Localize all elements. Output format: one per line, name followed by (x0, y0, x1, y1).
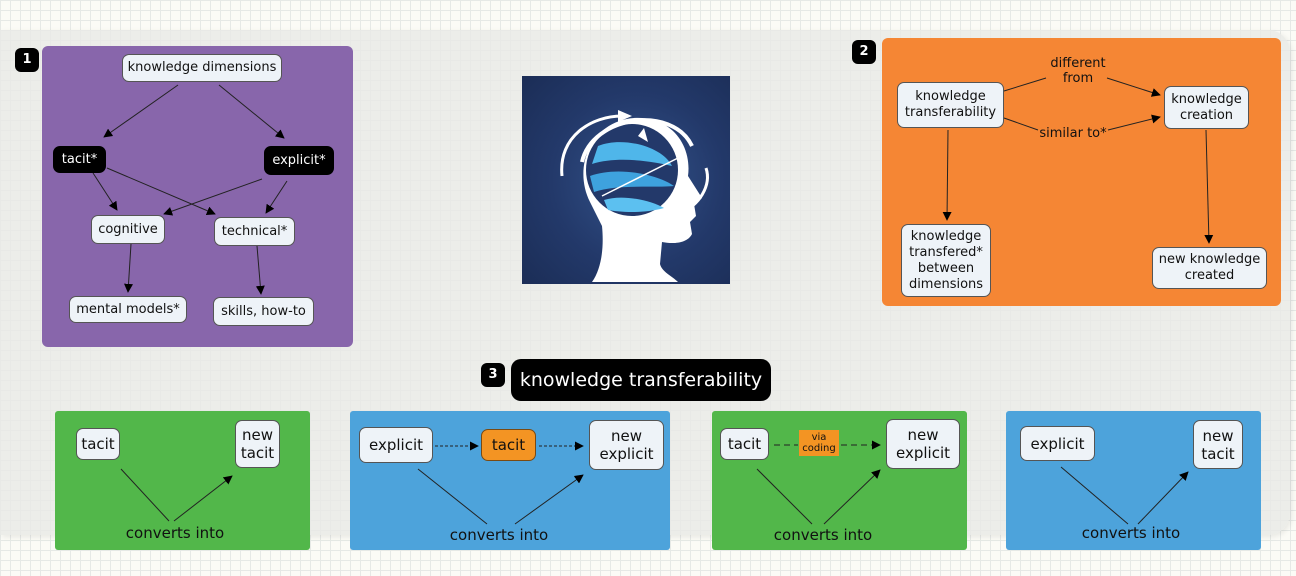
section3-title: knowledge transferability (511, 359, 771, 401)
card2-edge-label: converts into (449, 526, 549, 544)
card2-via-node[interactable]: tacit (481, 429, 536, 461)
section-number-1: 1 (15, 48, 39, 72)
card3-via-coding-label: via coding (799, 430, 839, 456)
card1-to-node[interactable]: new tacit (235, 420, 280, 468)
card2-from-node[interactable]: explicit (359, 427, 433, 463)
node-knowledge-dimensions[interactable]: knowledge dimensions (122, 54, 282, 82)
node-knowledge-transferability[interactable]: knowledge transferability (897, 82, 1004, 128)
edge-label-different-from: different from (1050, 56, 1106, 86)
node-tacit[interactable]: tacit* (53, 146, 106, 173)
node-knowledge-creation[interactable]: knowledge creation (1164, 86, 1249, 129)
card1-from-node[interactable]: tacit (76, 428, 120, 460)
node-cognitive[interactable]: cognitive (91, 215, 165, 244)
head-globe-icon (522, 76, 730, 284)
card4-from-node[interactable]: explicit (1020, 426, 1095, 461)
node-mental-models[interactable]: mental models* (69, 296, 187, 323)
card3-to-node[interactable]: new explicit (886, 419, 960, 469)
card4-to-node[interactable]: new tacit (1193, 420, 1243, 469)
node-technical[interactable]: technical* (214, 217, 295, 246)
card2-to-node[interactable]: new explicit (589, 420, 664, 470)
node-skills-how-to[interactable]: skills, how-to (213, 297, 314, 326)
section-number-3: 3 (481, 363, 505, 387)
edge-label-similar-to: similar to* (1039, 126, 1107, 141)
card4-edge-label: converts into (1081, 524, 1181, 542)
node-explicit[interactable]: explicit* (264, 146, 334, 175)
card3-edge-label: converts into (773, 526, 873, 544)
card3-from-node[interactable]: tacit (720, 428, 769, 460)
node-new-knowledge-created[interactable]: new knowledge created (1152, 247, 1267, 289)
card1-edge-label: converts into (125, 524, 225, 542)
section-number-2: 2 (852, 40, 876, 64)
node-knowledge-transfered[interactable]: knowledge transfered* between dimensions (901, 224, 991, 297)
